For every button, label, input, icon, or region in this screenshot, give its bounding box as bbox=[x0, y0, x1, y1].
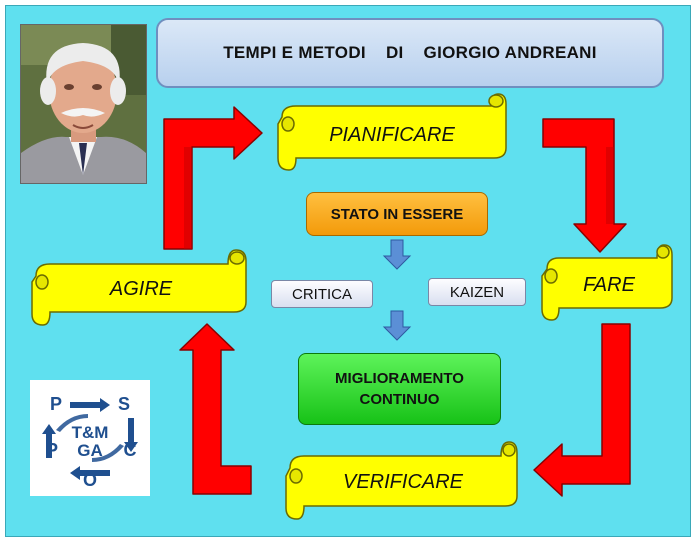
arrow-kaizen-down bbox=[382, 310, 412, 341]
miglioramento-line-2: CONTINUO bbox=[359, 391, 440, 408]
arrow-check-to-act bbox=[179, 323, 252, 495]
logo-p-bottom: P bbox=[46, 440, 58, 460]
logo-arrow-bottom bbox=[70, 466, 110, 480]
label-agire: AGIRE bbox=[109, 278, 173, 300]
critica-label: CRITICA bbox=[292, 285, 352, 303]
critica-box: CRITICA bbox=[271, 280, 373, 308]
title-banner: TEMPI E METODI DI GIORGIO ANDREANI bbox=[156, 18, 664, 88]
label-fare: FARE bbox=[583, 274, 636, 296]
logo-s: S bbox=[118, 394, 130, 414]
scroll-act: AGIRE bbox=[31, 249, 247, 326]
logo-arrow-left bbox=[42, 424, 56, 458]
stato-label: STATO IN ESSERE bbox=[330, 205, 464, 223]
logo-arrow-right bbox=[124, 418, 138, 452]
kaizen-box: KAIZEN bbox=[428, 278, 526, 306]
logo-ga: GA bbox=[77, 441, 103, 460]
diagram-canvas: TEMPI E METODI DI GIORGIO ANDREANI bbox=[5, 5, 691, 537]
arrow-act-to-plan bbox=[163, 106, 263, 250]
kaizen-label: KAIZEN bbox=[449, 283, 505, 301]
arrow-stato-down bbox=[382, 239, 412, 270]
stato-in-essere-box: STATO IN ESSERE bbox=[306, 192, 488, 236]
logo-arrow-top bbox=[70, 398, 110, 412]
logo-o: O bbox=[83, 470, 97, 490]
miglioramento-box: MIGLIORAMENTO CONTINUO bbox=[298, 353, 501, 425]
title-part-2: DI bbox=[385, 43, 404, 62]
scroll-check: VERIFICARE bbox=[285, 441, 518, 520]
arrow-do-to-check bbox=[533, 323, 631, 497]
title-part-3: GIORGIO ANDREANI bbox=[423, 43, 597, 62]
logo-tm: T&M bbox=[72, 423, 109, 442]
scroll-plan: PIANIFICARE bbox=[277, 93, 507, 171]
label-pianificare: PIANIFICARE bbox=[329, 124, 455, 146]
logo-p-top: P bbox=[50, 394, 62, 414]
title-part-1: TEMPI E METODI bbox=[223, 43, 366, 62]
pdca-logo: P S T&M GA P C O bbox=[30, 380, 150, 496]
author-photo bbox=[20, 24, 147, 184]
miglioramento-line-1: MIGLIORAMENTO bbox=[335, 370, 464, 387]
cycle-graphics: PIANIFICARE FARE AGIRE VERIFICARE bbox=[31, 93, 673, 520]
logo-c: C bbox=[124, 440, 137, 460]
label-verificare: VERIFICARE bbox=[343, 471, 464, 493]
scroll-do: FARE bbox=[541, 244, 673, 321]
